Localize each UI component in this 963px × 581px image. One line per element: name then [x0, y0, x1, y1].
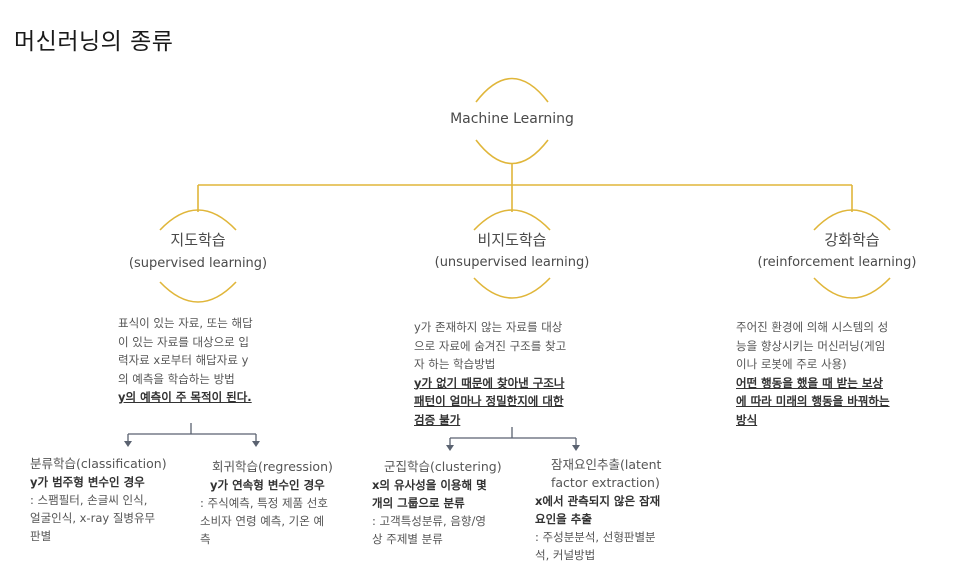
reinforcement-desc-line: 능을 향상시키는 머신러닝(게임 [736, 338, 886, 353]
root-arc-top [475, 77, 549, 103]
reinforcement-emphasis: 에 따라 미래의 행동을 바꿔하는 [736, 394, 890, 408]
classification-emphasis: y가 범주형 변수인 경우 [30, 475, 145, 489]
latent-factor-detail: : 주성분분석, 선형판별분 [535, 530, 656, 544]
root-node-label: Machine Learning [450, 111, 574, 127]
supervised-desc-line: 이 있는 자료를 대상으로 입 [118, 334, 250, 349]
classification-title: 분류학습(classification) [30, 456, 167, 471]
classification-block: 분류학습(classification) y가 범주형 변수인 경우 : 스팸필… [30, 455, 167, 545]
clustering-emphasis: x의 유사성을 이용해 몇 [372, 478, 487, 492]
clustering-detail: : 고객특성분류, 음향/영 [372, 514, 486, 528]
regression-emphasis: y가 연속형 변수인 경우 [210, 478, 325, 492]
reinforcement-desc-line: 이나 로봇에 주로 사용) [736, 357, 847, 371]
reinforcement-title: 강화학습 [824, 231, 880, 249]
root-arc-bottom [475, 139, 549, 165]
unsupervised-description: y가 존재하지 않는 자료를 대상 으로 자료에 숨겨진 구조를 찾고 자 하는… [414, 318, 566, 429]
regression-title: 회귀학습(regression) [212, 459, 333, 474]
page-title: 머신러닝의 종류 [14, 29, 174, 55]
latent-factor-emphasis: 요인을 추출 [535, 512, 592, 526]
supervised-desc-line: 표식이 있는 자료, 또는 해답 [118, 316, 253, 330]
arc-unsupervised-bottom [473, 277, 551, 299]
arrowhead-latent [572, 445, 580, 451]
classification-detail: 얼굴인식, x-ray 질병유무 [30, 511, 156, 525]
reinforcement-emphasis: 어떤 행동을 했을 때 받는 보상 [736, 375, 883, 390]
unsupervised-emphasis: 검증 불가 [414, 412, 461, 427]
reinforcement-subtitle: (reinforcement learning) [757, 255, 917, 270]
arrowhead-regression [252, 441, 260, 447]
unsupervised-desc-line: 으로 자료에 숨겨진 구조를 찾고 [414, 338, 567, 353]
clustering-emphasis: 개의 그룹으로 분류 [372, 496, 465, 510]
supervised-subtitle: (supervised learning) [128, 256, 268, 271]
arc-supervised-top [159, 209, 237, 231]
reinforcement-desc-line: 주어진 환경에 의해 시스템의 성 [736, 320, 889, 334]
clustering-title: 군집학습(clustering) [384, 459, 502, 474]
arc-supervised-bottom [159, 281, 237, 303]
supervised-emphasis: y의 예측이 주 목적이 된다. [118, 390, 252, 404]
arrowhead-clustering [446, 445, 454, 451]
reinforcement-emphasis: 방식 [736, 412, 758, 427]
regression-detail: : 주식예측, 특정 제품 선호 [200, 496, 328, 510]
regression-detail: 소비자 연령 예측, 기온 예 [200, 514, 325, 528]
unsupervised-subtitle: (unsupervised learning) [434, 255, 590, 270]
regression-detail: 측 [200, 532, 211, 546]
reinforcement-description: 주어진 환경에 의해 시스템의 성 능을 향상시키는 머신러닝(게임 이나 로봇… [736, 318, 890, 429]
regression-block: 회귀학습(regression) y가 연속형 변수인 경우 : 주식예측, 특… [200, 458, 333, 548]
classification-detail: 판별 [30, 529, 52, 543]
arc-unsupervised-top [473, 209, 551, 231]
supervised-description: 표식이 있는 자료, 또는 해답 이 있는 자료를 대상으로 입 력자료 x로부… [118, 314, 253, 407]
arrowhead-classification [124, 441, 132, 447]
supervised-title: 지도학습 [170, 231, 226, 249]
latent-factor-block: 잠재요인추출(latent factor extraction) x에서 관측되… [535, 456, 661, 564]
unsupervised-desc-line: 자 하는 학습방법 [414, 357, 496, 371]
unsupervised-desc-line: y가 존재하지 않는 자료를 대상 [414, 320, 563, 334]
arc-reinforcement-bottom [813, 277, 891, 299]
clustering-block: 군집학습(clustering) x의 유사성을 이용해 몇 개의 그룹으로 분… [372, 458, 502, 548]
arc-reinforcement-top [813, 209, 891, 231]
unsupervised-emphasis: y가 없기 때문에 찾아낸 구조나 [414, 375, 565, 390]
unsupervised-emphasis: 패턴이 얼마나 정밀한지에 대한 [414, 394, 564, 408]
latent-factor-title: factor extraction) [551, 475, 660, 490]
unsupervised-title: 비지도학습 [477, 231, 547, 249]
latent-factor-title: 잠재요인추출(latent [551, 457, 662, 472]
clustering-detail: 상 주제별 분류 [372, 532, 443, 546]
latent-factor-detail: 석, 커널방법 [535, 548, 596, 562]
supervised-desc-line: 의 예측을 학습하는 방법 [118, 371, 235, 386]
classification-detail: : 스팸필터, 손글씨 인식, [30, 493, 148, 507]
latent-factor-emphasis: x에서 관측되지 않은 잠재 [535, 494, 661, 508]
supervised-desc-line: 력자료 x로부터 해답자료 y [118, 353, 249, 367]
